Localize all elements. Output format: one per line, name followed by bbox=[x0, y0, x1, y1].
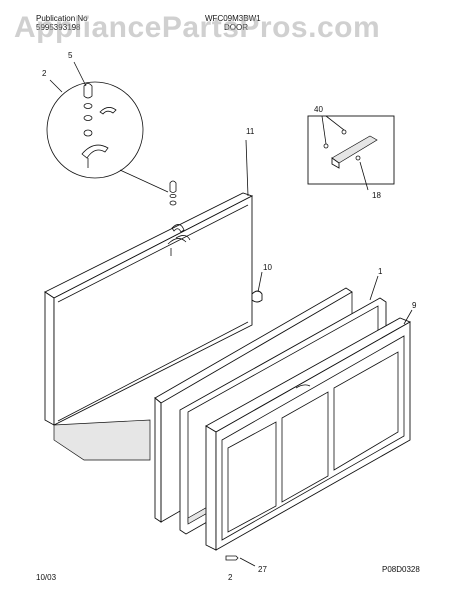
leader-27 bbox=[239, 557, 256, 567]
callout-5: 5 bbox=[68, 51, 73, 60]
callout-18: 18 bbox=[372, 191, 381, 200]
outer-door[interactable] bbox=[205, 317, 412, 551]
drawing-code: P08D0328 bbox=[382, 565, 420, 574]
leader-11 bbox=[245, 139, 249, 197]
callout-1: 1 bbox=[378, 267, 383, 276]
callout-2: 2 bbox=[42, 69, 47, 78]
handle-hardware[interactable] bbox=[167, 180, 191, 256]
callout-10: 10 bbox=[263, 263, 272, 272]
leader-1 bbox=[369, 275, 379, 301]
part-27-screw[interactable] bbox=[225, 555, 239, 561]
publication-label: Publication No bbox=[36, 14, 88, 23]
callout-40: 40 bbox=[314, 105, 323, 114]
detail-circle[interactable] bbox=[46, 81, 169, 193]
callout-9: 9 bbox=[412, 301, 417, 310]
watermark: AppliancePartsPros.com bbox=[14, 11, 381, 44]
footer-date: 10/03 bbox=[36, 573, 57, 582]
leader-40a bbox=[321, 115, 327, 145]
callout-27: 27 bbox=[258, 565, 267, 574]
section-title: DOOR bbox=[224, 23, 248, 32]
callout-11: 11 bbox=[246, 127, 255, 136]
footer-page: 2 bbox=[228, 573, 233, 582]
leader-2 bbox=[49, 79, 63, 93]
leader-9 bbox=[403, 309, 413, 325]
door-back-panel[interactable] bbox=[44, 192, 254, 461]
inset-detail-box[interactable] bbox=[307, 115, 395, 185]
part-10[interactable] bbox=[251, 290, 263, 303]
model-number: WFC09M3BW1 bbox=[205, 14, 261, 23]
publication-number: 5995393198 bbox=[36, 23, 81, 32]
leader-18 bbox=[359, 161, 369, 191]
leader-40b bbox=[325, 115, 345, 131]
leader-5 bbox=[73, 61, 87, 87]
leader-10 bbox=[257, 271, 263, 293]
